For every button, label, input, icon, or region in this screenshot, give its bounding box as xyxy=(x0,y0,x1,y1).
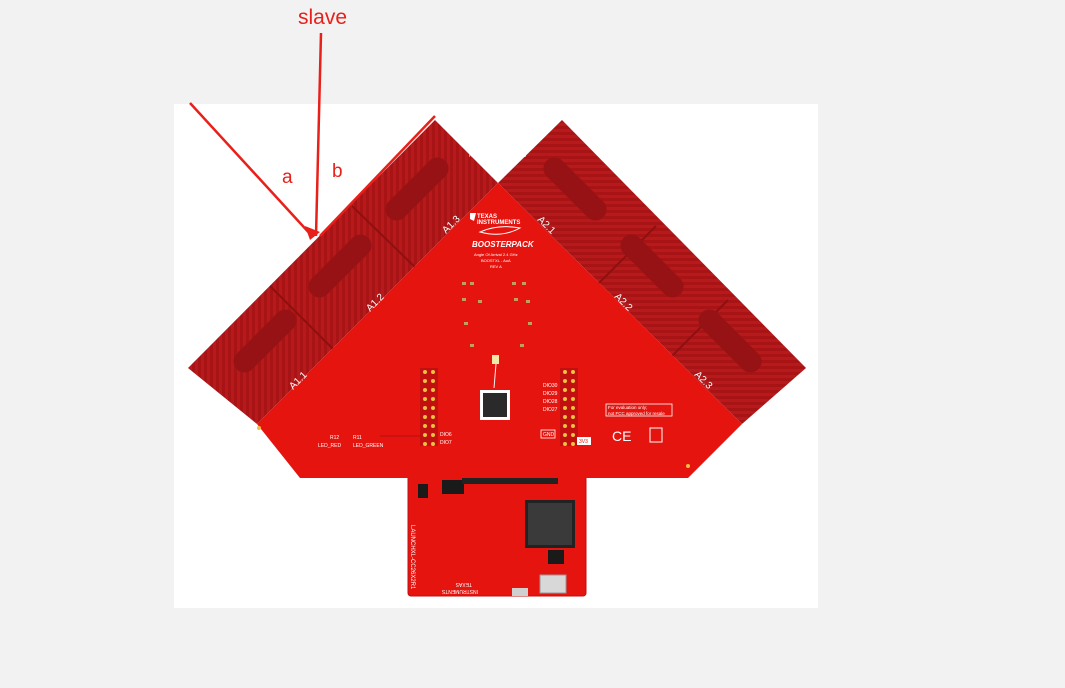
product-line-2: BOOSTXL - AoA xyxy=(481,258,511,263)
eval-notice-line-1: For evaluation only; xyxy=(608,405,647,410)
v3-label: 3V3 xyxy=(579,439,588,445)
eval-notice-line-2: not FCC approved for resale xyxy=(608,411,665,416)
product-line-1: Angle Of Arrival 2.4 GHz xyxy=(474,252,518,257)
arrow-slave xyxy=(314,32,323,237)
dio-label-7: DIO7 xyxy=(440,440,452,446)
product-line-3: REV A xyxy=(490,264,502,269)
ti-logo-icon xyxy=(470,213,476,221)
rocket-icon xyxy=(478,226,522,235)
ce-mark: CE xyxy=(612,428,631,444)
boosterpack-board: A1.1 A1.2 A1.3 A2.1 A2.2 A2.3 R13 R16 TE… xyxy=(188,120,806,478)
rf-switch-chip xyxy=(483,393,507,417)
brand-top: TEXAS xyxy=(477,214,497,220)
launchpad-rev: Rev. A xyxy=(403,555,408,567)
dio-label-27: DIO27 xyxy=(543,407,558,413)
components-right xyxy=(512,282,532,347)
resistor-r11: R11 xyxy=(353,435,362,441)
resistor-r13: R13 xyxy=(469,153,478,159)
annotation-arrows xyxy=(189,32,436,240)
weee-icon xyxy=(649,427,663,443)
brand-bottom: INSTRUMENTS xyxy=(477,220,520,226)
dio-label-30: DIO30 xyxy=(543,383,558,389)
launchpad-brand-bottom: INSTRUMENTS xyxy=(441,588,478,594)
components-left xyxy=(462,282,482,347)
resistor-r16: R16 xyxy=(517,153,526,159)
arrow-b xyxy=(319,115,436,237)
launchpad-brand-top: TEXAS xyxy=(455,581,472,587)
right-header-pins xyxy=(560,368,578,446)
annotation-a: a xyxy=(282,167,293,188)
arrow-head xyxy=(305,226,320,240)
annotation-slave: slave xyxy=(298,6,348,29)
launchpad-name: LAUNCHXL-CC26X2R1 xyxy=(409,525,415,590)
led-red-label: LED_RED xyxy=(318,443,341,449)
led-green-label: LED_GREEN xyxy=(353,443,384,449)
left-header-pins xyxy=(420,368,438,446)
arrow-a xyxy=(189,102,313,237)
launchpad-header-pins xyxy=(462,474,558,484)
gnd-label: GND xyxy=(543,432,555,438)
dio-label-6: DIO6 xyxy=(440,432,452,438)
resistor-r12: R12 xyxy=(330,435,339,441)
dio-label-29: DIO29 xyxy=(543,391,558,397)
annotation-b: b xyxy=(332,161,343,182)
product-name: BOOSTERPACK xyxy=(472,240,535,249)
dio-label-28: DIO28 xyxy=(543,399,558,405)
launchpad-board: LAUNCHXL-CC26X2R1 Rev. A TEXAS INSTRUMEN… xyxy=(403,467,587,597)
